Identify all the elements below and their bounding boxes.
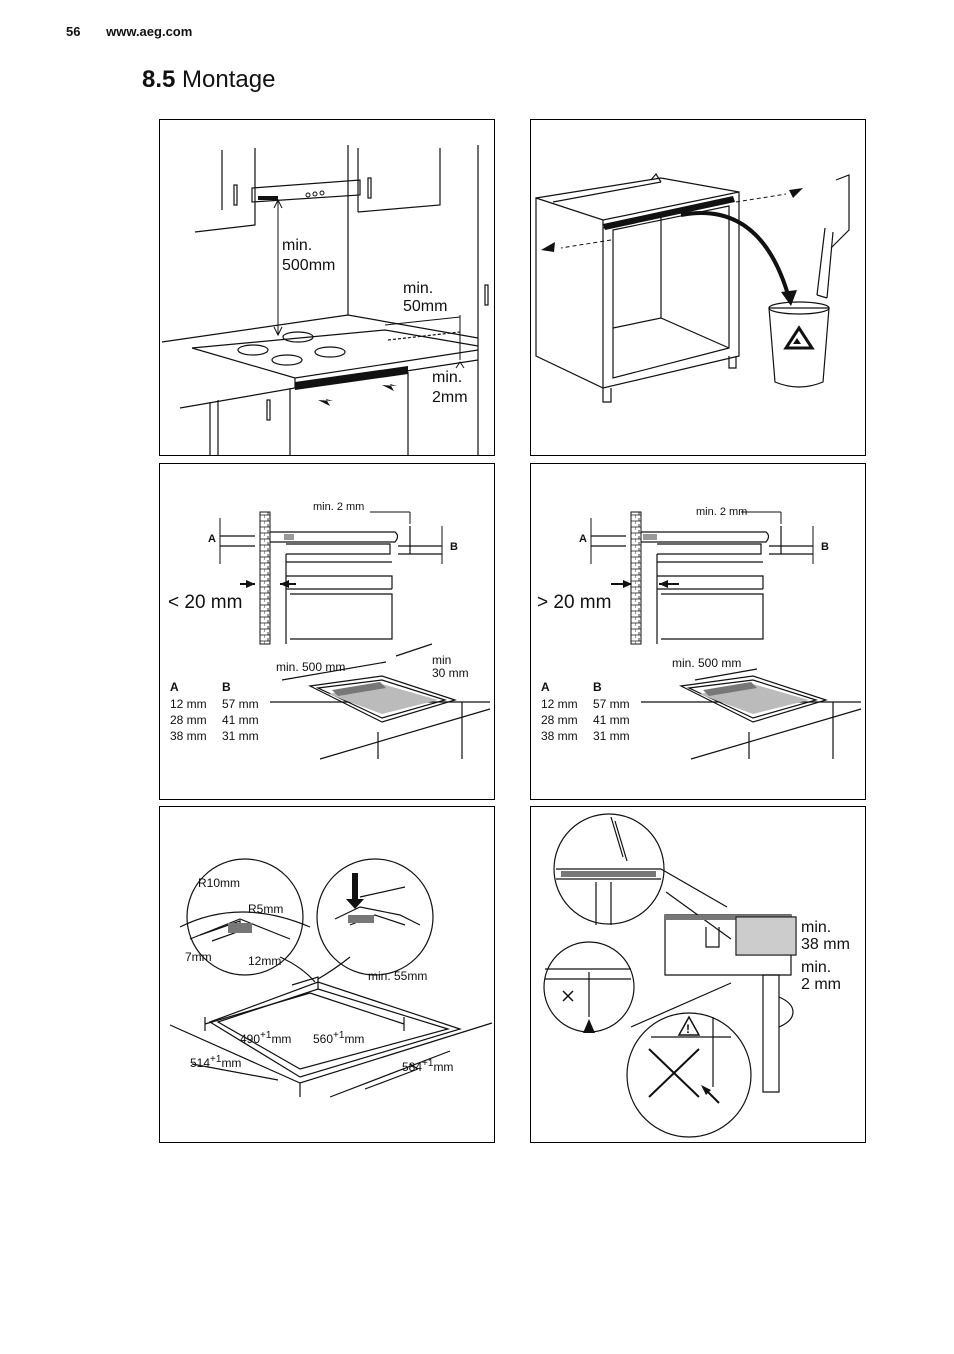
panel-sealing: ! min. 38 mm min. 2 mm bbox=[530, 806, 866, 1143]
label-b: B bbox=[450, 541, 458, 553]
table-header: B bbox=[593, 680, 602, 694]
outer-584: 584+1mm bbox=[402, 1058, 453, 1074]
section-number: 8.5 bbox=[142, 66, 176, 93]
table-cell: 41 mm bbox=[222, 713, 259, 727]
radius-10mm: R10mm bbox=[198, 876, 240, 890]
panel-cutout: R10mm R5mm 7mm 12mm min. 55mm 490+1mm 56… bbox=[159, 806, 495, 1143]
gt-20mm: > 20 mm bbox=[537, 592, 611, 613]
radius-5mm: R5mm bbox=[248, 902, 283, 916]
min-2mm: min. 2 mm bbox=[313, 501, 364, 513]
outer-514: 514+1mm bbox=[190, 1054, 241, 1070]
section-name: Montage bbox=[182, 66, 276, 93]
min-label: min. bbox=[801, 919, 831, 936]
min-500mm: min. 500 mm bbox=[672, 656, 741, 670]
min-label: min bbox=[432, 653, 451, 667]
table-cell: 57 mm bbox=[222, 697, 259, 711]
table-cell: 38 mm bbox=[170, 729, 207, 743]
table-cell: 28 mm bbox=[541, 713, 578, 727]
min-38mm: 38 mm bbox=[801, 936, 850, 953]
cutout-width-560: 560+1mm bbox=[313, 1030, 364, 1046]
cutout-width-490: 490+1mm bbox=[240, 1030, 291, 1046]
min-label: min. bbox=[282, 237, 312, 254]
table-cell: 41 mm bbox=[593, 713, 630, 727]
width-12mm: 12mm bbox=[248, 954, 281, 968]
section-lt20-illustration: min. 2 mm A B < 20 mm min. 500 mm min 30… bbox=[168, 501, 491, 760]
warning-mark: ! bbox=[686, 1022, 690, 1036]
table-cell: 38 mm bbox=[541, 729, 578, 743]
page-number: 56 bbox=[66, 24, 81, 39]
min-label: min. bbox=[403, 280, 433, 297]
min-30mm: 30 mm bbox=[432, 666, 469, 680]
panel-gt20: min. 2 mm A B > 20 mm min. 500 mm A B 12… bbox=[530, 463, 866, 800]
page-header: 56 www.aeg.com bbox=[66, 24, 192, 39]
warning-icon: ! bbox=[677, 1015, 701, 1036]
cutout-illustration: R10mm R5mm 7mm 12mm min. 55mm 490+1mm 56… bbox=[169, 858, 493, 1098]
table-cell: 31 mm bbox=[222, 729, 259, 743]
dimension-table: A B 12 mm 57 mm 28 mm 41 mm 38 mm 31 mm bbox=[541, 680, 630, 743]
depth-7mm: 7mm bbox=[185, 950, 212, 964]
min-2mm: 2 mm bbox=[801, 976, 841, 993]
lt-20mm: < 20 mm bbox=[168, 592, 242, 613]
clearances-illustration: min. 500mm min. 50mm min. 2mm bbox=[161, 145, 489, 455]
table-header: A bbox=[541, 680, 550, 694]
min-label: min. bbox=[801, 959, 831, 976]
dimension-table: A B 12 mm 57 mm 28 mm 41 mm 38 mm 31 mm bbox=[170, 680, 259, 743]
min-2mm: min. 2 mm bbox=[696, 506, 747, 518]
panel-lt20: min. 2 mm A B < 20 mm min. 500 mm min 30… bbox=[159, 463, 495, 800]
min-55mm: min. 55mm bbox=[368, 969, 427, 983]
label-b: B bbox=[821, 541, 829, 553]
width-50mm: 50mm bbox=[403, 298, 447, 315]
sealing-illustration: ! min. 38 mm min. 2 mm bbox=[543, 813, 850, 1138]
min-500mm: min. 500 mm bbox=[276, 660, 345, 674]
height-500mm: 500mm bbox=[282, 257, 335, 274]
table-header: B bbox=[222, 680, 231, 694]
section-title: 8.5 Montage bbox=[142, 66, 275, 94]
table-cell: 28 mm bbox=[170, 713, 207, 727]
panel-clearances: min. 500mm min. 50mm min. 2mm bbox=[159, 119, 495, 456]
panel-remove-front bbox=[530, 119, 866, 456]
table-cell: 12 mm bbox=[541, 697, 578, 711]
table-cell: 57 mm bbox=[593, 697, 630, 711]
cabinet-illustration bbox=[535, 172, 850, 403]
label-a: A bbox=[579, 533, 587, 545]
gap-2mm: 2mm bbox=[432, 389, 468, 406]
header-url[interactable]: www.aeg.com bbox=[106, 24, 193, 39]
section-gt20-illustration: min. 2 mm A B > 20 mm min. 500 mm A B 12… bbox=[537, 506, 862, 760]
table-cell: 31 mm bbox=[593, 729, 630, 743]
min-label: min. bbox=[432, 369, 462, 386]
recycle-icon bbox=[783, 325, 815, 350]
table-header: A bbox=[170, 680, 179, 694]
label-a: A bbox=[208, 533, 216, 545]
table-cell: 12 mm bbox=[170, 697, 207, 711]
